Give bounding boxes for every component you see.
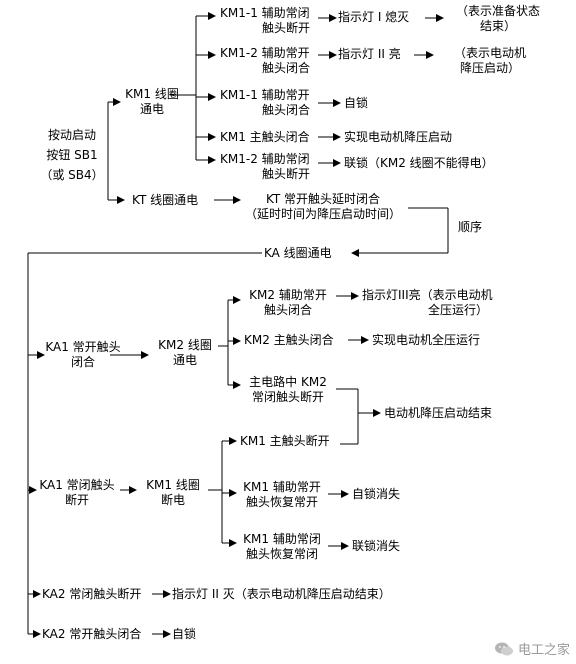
km1-main-close-node: KM1 主触头闭合	[220, 130, 310, 144]
km1-aux-no-2-node: KM1-2 辅助常开 触头闭合	[220, 46, 310, 76]
km1-aux-no-reset-line-2: 触头恢复常开	[245, 495, 318, 509]
start-line-2: 按钮 SB1	[46, 148, 98, 162]
km1-aux-nc-reset-line-2: 触头恢复常闭	[245, 547, 318, 561]
km1-aux-no-1-node: KM1-1 辅助常开 触头闭合	[220, 88, 310, 118]
km2-main-close-node: KM2 主触头闭合	[244, 333, 334, 347]
reduced-end-node: 电动机降压启动结束	[384, 406, 493, 420]
ka2-nc-node: KA2 常闭触头断开	[42, 587, 142, 601]
self-lock-1-node: 自锁	[344, 96, 369, 110]
km2-coil-line-2: 通电	[172, 353, 197, 367]
km1-aux-nc-2-line-1: KM1-2 辅助常闭	[220, 152, 310, 166]
km1-aux-nc-reset-line-1: KM1 辅助常闭	[243, 532, 321, 546]
self-lock-gone-node: 自锁消失	[352, 487, 401, 501]
km1-aux-no-2-line-1: KM1-2 辅助常开	[220, 46, 310, 60]
km1-coil-node: KM1 线圈 通电	[122, 87, 182, 117]
start-line-1: 按动启动	[47, 128, 96, 142]
km2-coil-node: KM2 线圈 通电	[152, 338, 218, 368]
km1-coil-off-node: KM1 线圈 断电	[138, 478, 208, 508]
main-km2-nc-line-1: 主电路中 KM2	[249, 375, 327, 389]
lamp2-off-node: 指示灯 II 灭（表示电动机降压启动结束）	[172, 587, 391, 601]
note-reduced-line-1: （表示电动机	[453, 46, 526, 60]
kt-no-delay-line-1: KT 常开触头延时闭合	[265, 192, 381, 206]
note-ready-line-2: 结束）	[479, 19, 516, 33]
start-line-3: （或 SB4）	[40, 168, 104, 182]
km1-coil-off-line-2: 断电	[160, 493, 185, 507]
km1-aux-no-2-line-2: 触头闭合	[262, 61, 311, 75]
km1-coil-line-1: KM1 线圈	[125, 87, 179, 101]
self-lock-2-node: 自锁	[172, 627, 197, 641]
km1-coil-line-2: 通电	[139, 102, 164, 116]
note-reduced-node: （表示电动机 降压启动）	[434, 46, 546, 76]
note-ready-node: （表示准备状态 结束）	[446, 4, 550, 34]
watermark: 电工之家	[494, 639, 570, 658]
ka1-no-node: KA1 常开触头 闭合	[42, 340, 124, 370]
kt-coil-node: KT 线圈通电	[132, 193, 199, 207]
lamp3-on-line-2: 全压运行）	[428, 303, 489, 317]
ka1-nc-node: KA1 常闭触头 断开	[34, 478, 120, 508]
km1-aux-no-reset-node: KM1 辅助常开 触头恢复常开	[236, 480, 328, 510]
ka-coil-node: KA 线圈通电	[264, 246, 332, 260]
note-ready-line-1: （表示准备状态	[455, 4, 540, 18]
km1-aux-no-1-line-2: 触头闭合	[262, 103, 311, 117]
main-km2-nc-line-2: 常闭触头断开	[251, 390, 324, 404]
ka2-no-node: KA2 常开触头闭合	[42, 627, 142, 641]
kt-no-delay-line-2: （延时时间为降压启动时间）	[244, 207, 401, 221]
interlock-node: 联锁（KM2 线圈不能得电）	[344, 156, 494, 170]
kt-no-delay-node: KT 常开触头延时闭合 （延时时间为降压启动时间）	[238, 192, 408, 222]
km1-aux-nc-1-node: KM1-1 辅助常闭 触头断开	[220, 6, 310, 36]
wechat-icon	[494, 642, 513, 655]
lamp1-off-node: 指示灯 I 熄灭	[338, 10, 410, 24]
km1-aux-nc-1-line-1: KM1-1 辅助常闭	[220, 6, 310, 20]
ka1-nc-line-1: KA1 常闭触头	[39, 478, 115, 492]
ka1-no-line-1: KA1 常开触头	[45, 340, 121, 354]
lamp3-on-node: 指示灯III亮（表示电动机 全压运行）	[362, 288, 493, 318]
main-km2-nc-node: 主电路中 KM2 常闭触头断开	[240, 375, 336, 405]
km1-aux-nc-2-node: KM1-2 辅助常闭 触头断开	[220, 152, 310, 182]
ka1-no-line-2: 闭合	[70, 355, 95, 369]
start-button-node: 按动启动 按钮 SB1 （或 SB4）	[36, 125, 108, 185]
km1-aux-no-reset-line-1: KM1 辅助常开	[243, 480, 321, 494]
watermark-text: 电工之家	[517, 643, 570, 658]
km2-aux-no-line-2: 触头闭合	[263, 303, 312, 317]
reduced-start-node: 实现电动机降压启动	[344, 130, 453, 144]
km1-aux-nc-1-line-2: 触头断开	[262, 21, 311, 35]
sequence-label: 顺序	[458, 220, 483, 234]
km2-aux-no-line-1: KM2 辅助常开	[249, 288, 327, 302]
km1-main-open-node: KM1 主触头断开	[240, 434, 330, 448]
km2-aux-no-node: KM2 辅助常开 触头闭合	[240, 288, 336, 318]
note-reduced-line-2: 降压启动）	[459, 61, 520, 75]
full-run-node: 实现电动机全压运行	[372, 333, 481, 347]
km1-coil-off-line-1: KM1 线圈	[146, 478, 200, 492]
interlock-gone-node: 联锁消失	[352, 539, 401, 553]
ka1-nc-line-2: 断开	[64, 493, 89, 507]
km2-coil-line-1: KM2 线圈	[158, 338, 212, 352]
km1-aux-nc-2-line-2: 触头断开	[262, 167, 311, 181]
km1-aux-nc-reset-node: KM1 辅助常闭 触头恢复常闭	[236, 532, 328, 562]
km1-aux-no-1-line-1: KM1-1 辅助常开	[220, 88, 310, 102]
lamp3-on-line-1: 指示灯III亮（表示电动机	[362, 288, 493, 302]
lamp2-on-node: 指示灯 II 亮	[338, 47, 401, 61]
